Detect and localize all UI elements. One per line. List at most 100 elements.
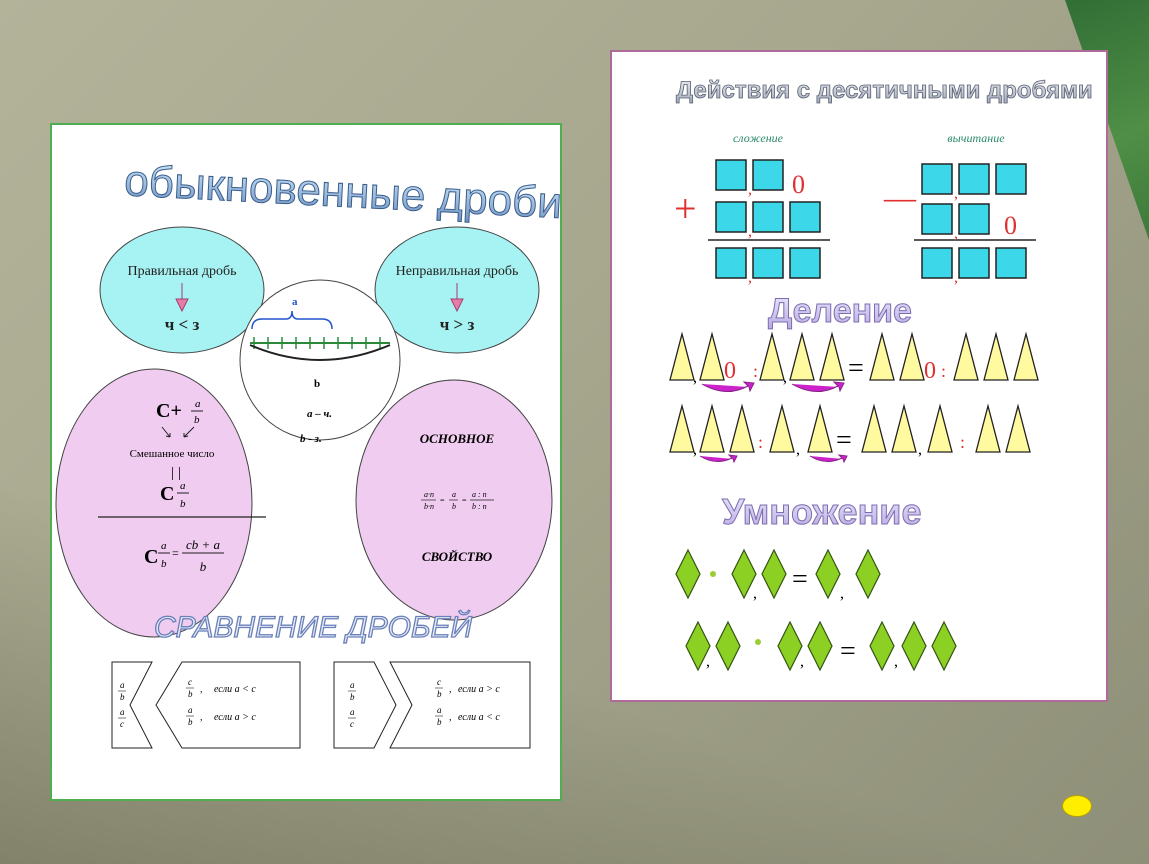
frac-a: a: [188, 705, 193, 715]
compare-condition-3: если a > c: [458, 684, 500, 695]
multiplication-row-1: [675, 548, 881, 600]
division-row-2: [669, 403, 1031, 453]
equals-sign: =: [172, 546, 179, 560]
comma-mark: ,: [693, 369, 697, 386]
compare-title: СРАВНЕНИЕ ДРОБЕЙ: [154, 610, 472, 644]
compare-condition-1: если a < c: [214, 684, 256, 695]
comma-mark: ,: [894, 653, 898, 670]
frac-c: c: [120, 719, 124, 729]
multiply-dot: [755, 639, 761, 645]
comma-mark: ,: [796, 441, 800, 458]
frac-a: a: [350, 680, 355, 690]
compare-condition-2: если a > c: [214, 712, 256, 723]
proper-fraction-label: Правильная дробь: [127, 264, 236, 279]
mixed-number-label: Смешанное число: [130, 448, 215, 460]
ordinary-fractions-poster: обыкновенные дроби Правильная дробь ч < …: [50, 123, 564, 801]
decimal-operations-graphic: Действия с десятичными дробями сложение …: [669, 77, 1093, 672]
plus-sign: +: [674, 186, 697, 231]
improper-fraction-rule: ч > з: [440, 315, 475, 334]
multiply-dot: [710, 571, 716, 577]
addition-grid: [715, 159, 821, 279]
frac-c: c: [350, 719, 354, 729]
formula-part: a·n: [424, 490, 434, 499]
colon-mark: :: [960, 432, 965, 452]
arc-icon: [249, 344, 391, 361]
move-arrow-icon: [701, 381, 755, 393]
frac-b: b: [437, 717, 442, 727]
frac-c: c: [437, 677, 441, 687]
formula-part: =: [462, 496, 467, 505]
multiplication-row-2: [685, 620, 957, 672]
brace-icon: [251, 310, 333, 330]
frac-a: a: [161, 540, 167, 552]
comma-mark: ,: [954, 225, 958, 242]
frac-a: a: [350, 707, 355, 717]
equals-sign: =: [836, 425, 852, 456]
comma-mark: ,: [706, 653, 710, 670]
move-arrow-icon: [791, 381, 845, 393]
yellow-oval-button[interactable]: [1062, 795, 1092, 817]
zero-digit: 0: [924, 358, 936, 384]
compare-comma: ,: [449, 684, 452, 695]
comma-mark: ,: [800, 653, 804, 670]
basic-property-bottom: СВОЙСТВО: [422, 549, 493, 564]
frac-b: b: [194, 414, 200, 426]
comparison-box-right: a b a c c b , если a > c a b , если a < …: [333, 661, 531, 749]
segment-a-label: a: [292, 296, 298, 308]
decimal-operations-poster: Действия с десятичными дробями сложение …: [610, 50, 1108, 702]
comma-mark: ,: [954, 269, 958, 286]
comma-mark: ,: [840, 585, 844, 602]
colon-mark: :: [941, 361, 946, 381]
frac-b: b: [350, 692, 355, 702]
colon-mark: :: [758, 432, 763, 452]
comma-mark: ,: [918, 441, 922, 458]
down-arrow-icon: [175, 283, 189, 313]
formula-part: a : n: [472, 490, 487, 499]
segment-a-def: a – ч.: [307, 408, 332, 420]
division-row-1: [669, 331, 1039, 381]
segment-b-def: b - з.: [300, 433, 322, 445]
mixed-equal: | |: [171, 465, 181, 481]
arrow-icon: [183, 426, 195, 438]
comma-mark: ,: [954, 185, 958, 202]
frac-b: b: [437, 689, 442, 699]
comma-mark: ,: [783, 369, 787, 386]
move-arrow-icon: [699, 454, 738, 464]
frac-a: a: [195, 398, 201, 410]
multiplication-title: Умножение: [722, 491, 921, 532]
frac-b: b: [161, 558, 167, 570]
zero-digit: 0: [724, 358, 736, 384]
poster-title: обыкновенные дроби: [123, 156, 560, 228]
frac-a: a: [120, 680, 125, 690]
compare-comma: ,: [200, 712, 203, 723]
minus-sign: —: [883, 179, 917, 215]
down-arrow-icon: [450, 283, 464, 313]
poster-title: Действия с десятичными дробями: [676, 77, 1093, 104]
equals-sign: =: [840, 636, 856, 667]
formula-part: b: [452, 502, 456, 511]
formula-part: =: [440, 496, 445, 505]
mixed-c: C: [160, 483, 174, 505]
frac-c: c: [188, 677, 192, 687]
comma-mark: ,: [693, 441, 697, 458]
frac-b: b: [188, 689, 193, 699]
colon-mark: :: [753, 361, 758, 381]
equals-sign: =: [792, 564, 808, 595]
comma-mark: ,: [748, 269, 752, 286]
mixed-formula-den: b: [200, 559, 207, 574]
mixed-formula-num: cb + a: [186, 537, 221, 552]
number-line-ticks: [253, 337, 381, 349]
comma-mark: ,: [748, 223, 752, 240]
formula-part: a: [452, 490, 456, 499]
compare-comma: ,: [449, 712, 452, 723]
mixed-number-bubble: [55, 368, 253, 638]
frac-a: a: [180, 480, 186, 492]
frac-b: b: [180, 498, 186, 510]
arrow-icon: [161, 426, 171, 438]
frac-b: b: [188, 717, 193, 727]
comma-mark: ,: [753, 585, 757, 602]
zero-digit: 0: [1004, 211, 1017, 240]
proper-fraction-rule: ч < з: [165, 315, 200, 334]
frac-a: a: [437, 705, 442, 715]
ordinary-fractions-graphic: обыкновенные дроби Правильная дробь ч < …: [55, 156, 564, 749]
